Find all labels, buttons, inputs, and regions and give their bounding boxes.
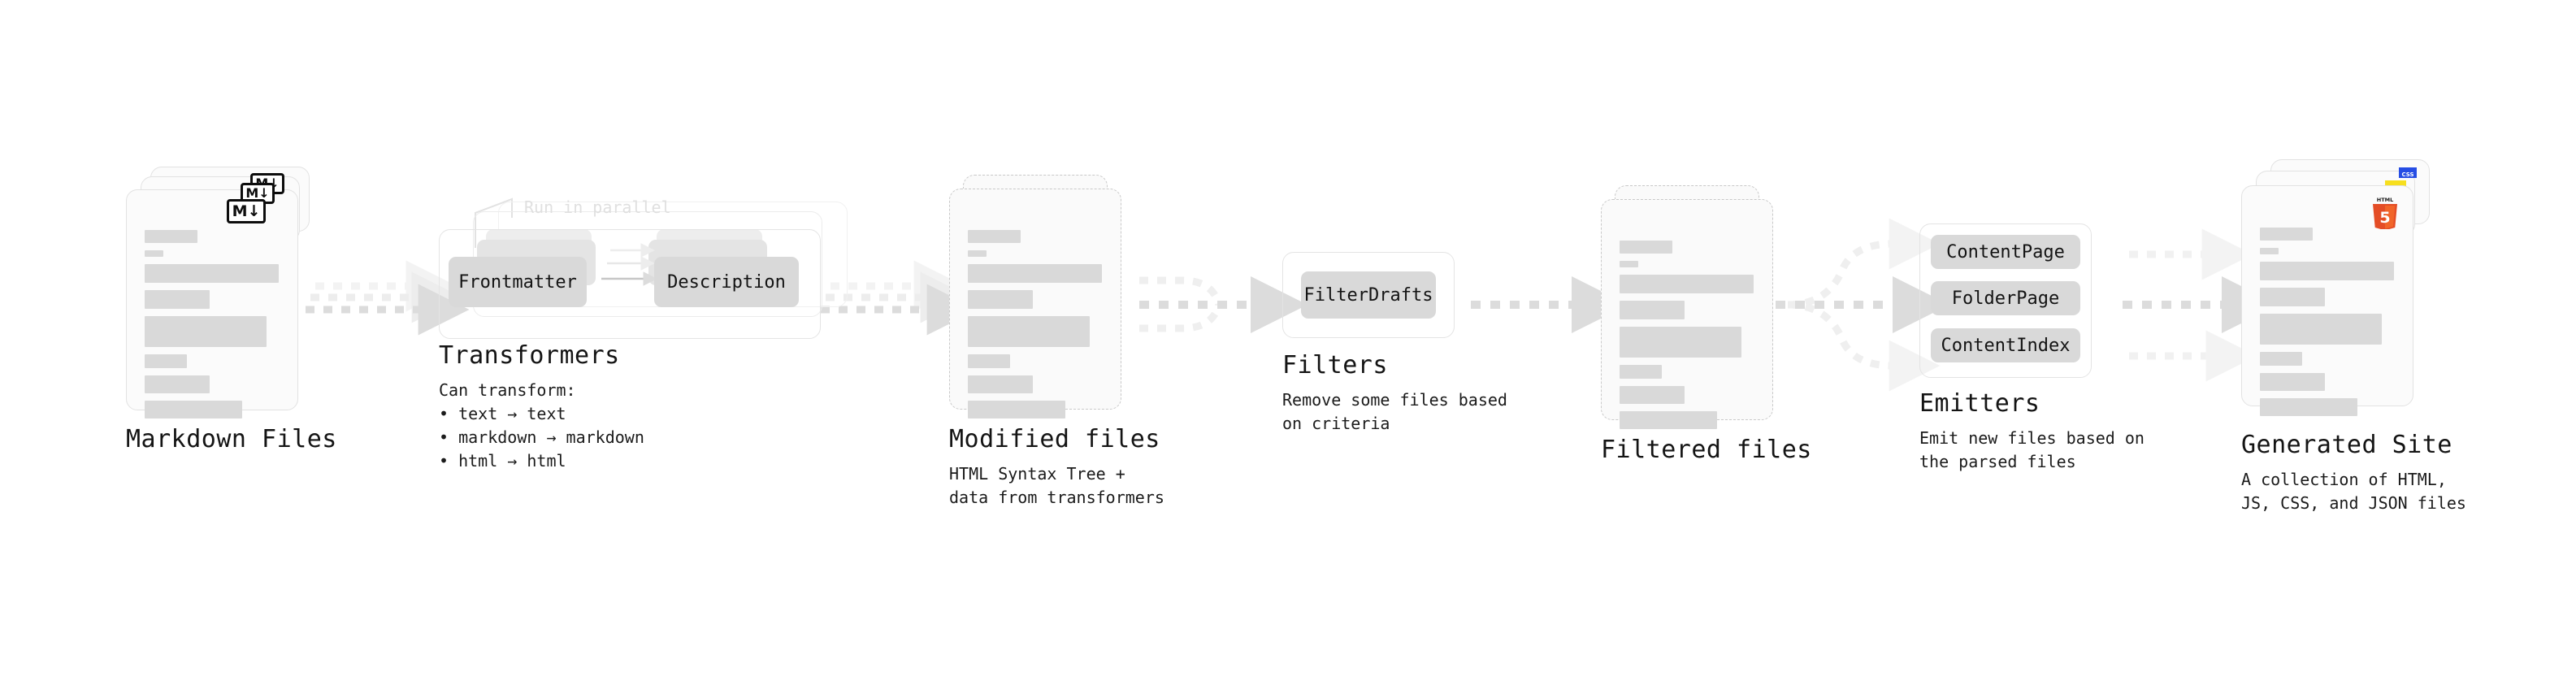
filters-pill-filterdrafts[interactable]: FilterDrafts — [1301, 271, 1436, 319]
svg-text:HTML: HTML — [2377, 197, 2393, 203]
css3-icon-label: CSS — [2401, 171, 2414, 178]
stage-subtitle-generated-site: A collection of HTML, JS, CSS, and JSON … — [2241, 470, 2466, 513]
markdown-file-stack: M↓ M↓ M↓ — [126, 167, 313, 419]
filters-group: FilterDrafts — [1282, 252, 1461, 338]
stage-emitters: ContentPage FolderPage ContentIndex Emit… — [1919, 223, 2144, 474]
modified-file-content — [968, 230, 1104, 426]
stage-caption-emitters: Emitters — [1919, 389, 2040, 418]
css3-icon: CSS — [2399, 167, 2417, 178]
filtered-file-content — [1620, 241, 1756, 436]
filters-groupbox — [1282, 252, 1455, 338]
transformers-inner-arrows — [601, 243, 657, 286]
emitters-pill-contentpage[interactable]: ContentPage — [1931, 235, 2080, 269]
emitters-pill-folderpage[interactable]: FolderPage — [1931, 281, 2080, 315]
html5-icon: HTML 5 — [2373, 197, 2397, 229]
markdown-file-content — [145, 230, 281, 426]
stage-caption-transformers: Transformers — [439, 341, 620, 370]
generated-site-content — [2260, 228, 2396, 423]
stage-caption-modified-files: Modified files — [949, 425, 1160, 453]
stage-subtitle-modified-files: HTML Syntax Tree + data from transformer… — [949, 464, 1164, 507]
transformers-pill-description[interactable]: Description — [654, 257, 799, 307]
transformers-groupbox-front — [439, 229, 821, 339]
generated-site-stack: CSS HTML 5 — [2241, 159, 2444, 419]
emitters-group: ContentPage FolderPage ContentIndex — [1919, 223, 2114, 378]
stage-filters: FilterDrafts Filters Remove some files b… — [1282, 252, 1507, 436]
run-in-parallel-label: Run in parallel — [524, 197, 671, 217]
markdown-badge: M↓ — [227, 199, 266, 223]
stage-subtitle-emitters: Emit new files based on the parsed files — [1919, 428, 2144, 471]
stage-filtered-files: Filtered files — [1601, 185, 1812, 464]
stage-subtitle-transformers: Can transform: • text → text • markdown … — [439, 380, 644, 471]
stage-caption-filtered-files: Filtered files — [1601, 436, 1812, 464]
transformers-pill-frontmatter[interactable]: Frontmatter — [449, 257, 587, 307]
stage-generated-site: CSS HTML 5 Generate — [2241, 159, 2466, 515]
emitters-groupbox — [1919, 223, 2092, 378]
stage-caption-markdown-files: Markdown Files — [126, 425, 337, 453]
stage-subtitle-filters: Remove some files based on criteria — [1282, 390, 1507, 433]
emitters-pill-contentindex[interactable]: ContentIndex — [1931, 328, 2080, 362]
modified-file-stack — [949, 175, 1136, 419]
stage-transformers: Frontmatter Description Transformers Can… — [439, 195, 853, 473]
stage-caption-generated-site: Generated Site — [2241, 431, 2452, 459]
transformers-group-stack: Frontmatter Description — [439, 195, 853, 341]
stage-markdown-files: M↓ M↓ M↓ Markdown Files — [126, 167, 337, 453]
stage-caption-filters: Filters — [1282, 351, 1388, 380]
svg-text:5: 5 — [2379, 209, 2390, 227]
filtered-file-stack — [1601, 185, 1788, 429]
stage-modified-files: Modified files HTML Syntax Tree + data f… — [949, 175, 1164, 510]
